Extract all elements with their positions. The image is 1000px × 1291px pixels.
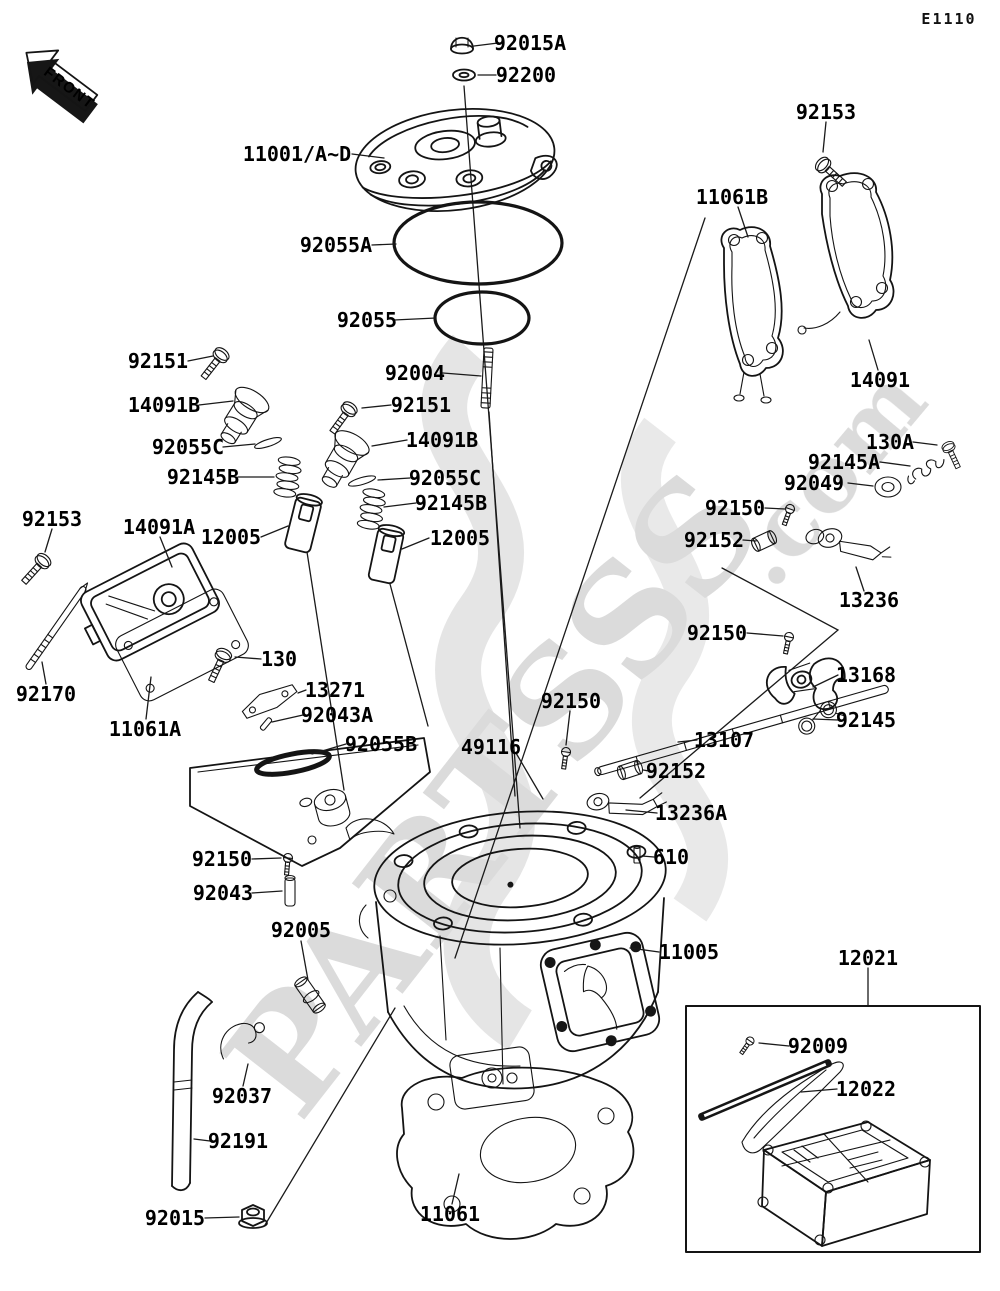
lower-left-parts (171, 852, 326, 1229)
head-oring-large (392, 200, 564, 286)
base-gasket-drawing (396, 1066, 635, 1240)
drawing-code: E1110 (921, 10, 977, 28)
reference-lines (264, 85, 840, 1226)
cover-gasket-right-drawing (797, 172, 895, 335)
reed-kit-box (685, 1005, 981, 1253)
valve-tray-drawing (189, 737, 431, 867)
leader-lines (41, 42, 938, 1219)
watermark-suffix: .com (706, 348, 947, 606)
cylinder-drawing (358, 810, 667, 1110)
long-screw-drawing (25, 582, 89, 671)
hose-drawing (171, 991, 213, 1192)
governor-mechanism (558, 439, 965, 864)
pin-drawing (259, 717, 273, 731)
cover-gasket-left-drawing (720, 226, 784, 404)
kips-set-right (310, 398, 407, 586)
cap-nut-drawing (450, 36, 474, 55)
bracket-drawing (241, 684, 298, 719)
washer-drawing (452, 68, 476, 82)
stud-drawing (480, 347, 494, 409)
cylinder-head-drawing (354, 107, 558, 213)
front-arrow: FRONT (25, 49, 99, 124)
kips-set-left (196, 344, 325, 555)
kips-cover-gasket-drawing (115, 588, 249, 702)
kips-cover-drawing (80, 542, 220, 662)
reed-flange-drawing (539, 931, 661, 1053)
